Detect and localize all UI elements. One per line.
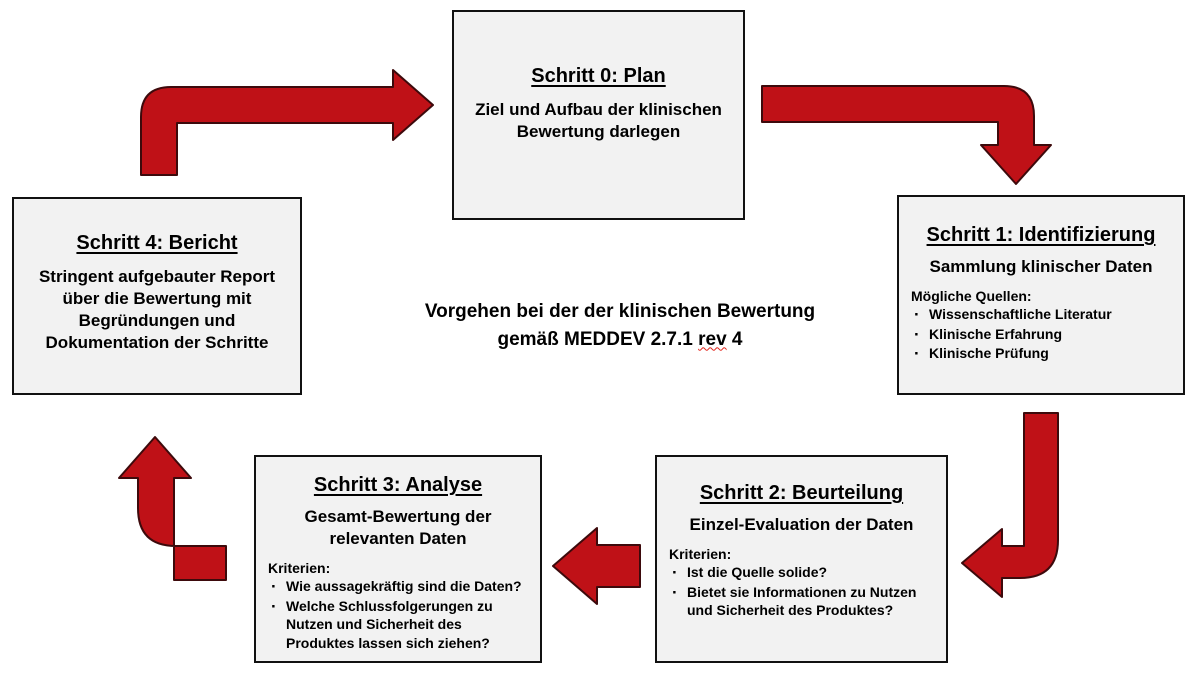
arrow-step1-to-step2 (961, 412, 1059, 598)
step-title: Schritt 0: Plan (531, 65, 666, 87)
step-box-schritt-3[interactable]: Schritt 3: Analyse Gesamt-Bewertung der … (254, 455, 542, 663)
caption-line-1: Vorgehen bei der der klinischen Bewertun… (424, 301, 816, 322)
step-subtitle: Stringent aufgebauter Report über die Be… (38, 267, 276, 353)
arrow-step4-to-step0 (140, 69, 434, 176)
step-title: Schritt 4: Bericht (76, 232, 238, 254)
arrow-step3-to-step4 (118, 436, 227, 581)
step-box-schritt-0[interactable]: Schritt 0: Plan Ziel und Aufbau der klin… (452, 10, 745, 220)
caption-line-2-pre: gemäß MEDDEV 2.7.1 (497, 328, 699, 350)
step-subtitle: Gesamt-Bewertung der relevanten Daten (304, 507, 492, 549)
criteria-label: Mögliche Quellen: (911, 288, 1032, 305)
arrow-step2-to-step3 (552, 527, 641, 605)
step-box-schritt-1[interactable]: Schritt 1: Identifizierung Sammlung klin… (897, 195, 1185, 395)
step-subtitle: Sammlung klinischer Daten (929, 257, 1153, 276)
criteria-list: Wissenschaftliche Literatur Klinische Er… (911, 304, 1171, 366)
list-item: Wie aussagekräftig sind die Daten? (268, 576, 528, 599)
list-item: Bietet sie Informationen zu Nutzen und S… (669, 582, 934, 620)
step-title: Schritt 1: Identifizierung (926, 224, 1156, 246)
list-item: Welche Schlussfolgerungen zu Nutzen und … (268, 596, 528, 652)
step-box-schritt-4[interactable]: Schritt 4: Bericht Stringent aufgebauter… (12, 197, 302, 395)
criteria-label: Kriterien: (268, 560, 331, 577)
criteria-list: Wie aussagekräftig sind die Daten? Welch… (268, 576, 528, 652)
step-subtitle: Einzel-Evaluation der Daten (689, 515, 914, 534)
criteria-list: Ist die Quelle solide? Bietet sie Inform… (669, 562, 934, 620)
list-item: Klinische Prüfung (911, 343, 1171, 366)
diagram-caption: Vorgehen bei der der klinischen Bewertun… (370, 298, 870, 353)
step-title: Schritt 2: Beurteilung (699, 482, 904, 504)
step-title: Schritt 3: Analyse (313, 474, 483, 496)
list-item: Wissenschaftliche Literatur (911, 304, 1171, 327)
step-box-schritt-2[interactable]: Schritt 2: Beurteilung Einzel-Evaluation… (655, 455, 948, 663)
criteria-label: Kriterien: (669, 546, 732, 563)
list-item: Ist die Quelle solide? (669, 562, 934, 585)
list-item: Klinische Erfahrung (911, 324, 1171, 347)
step-subtitle: Ziel und Aufbau der klinischen Bewertung… (475, 100, 722, 142)
caption-spellcheck-word: rev (698, 328, 727, 350)
arrow-step0-to-step1 (761, 85, 1052, 185)
caption-line-2-post: 4 (726, 328, 743, 350)
